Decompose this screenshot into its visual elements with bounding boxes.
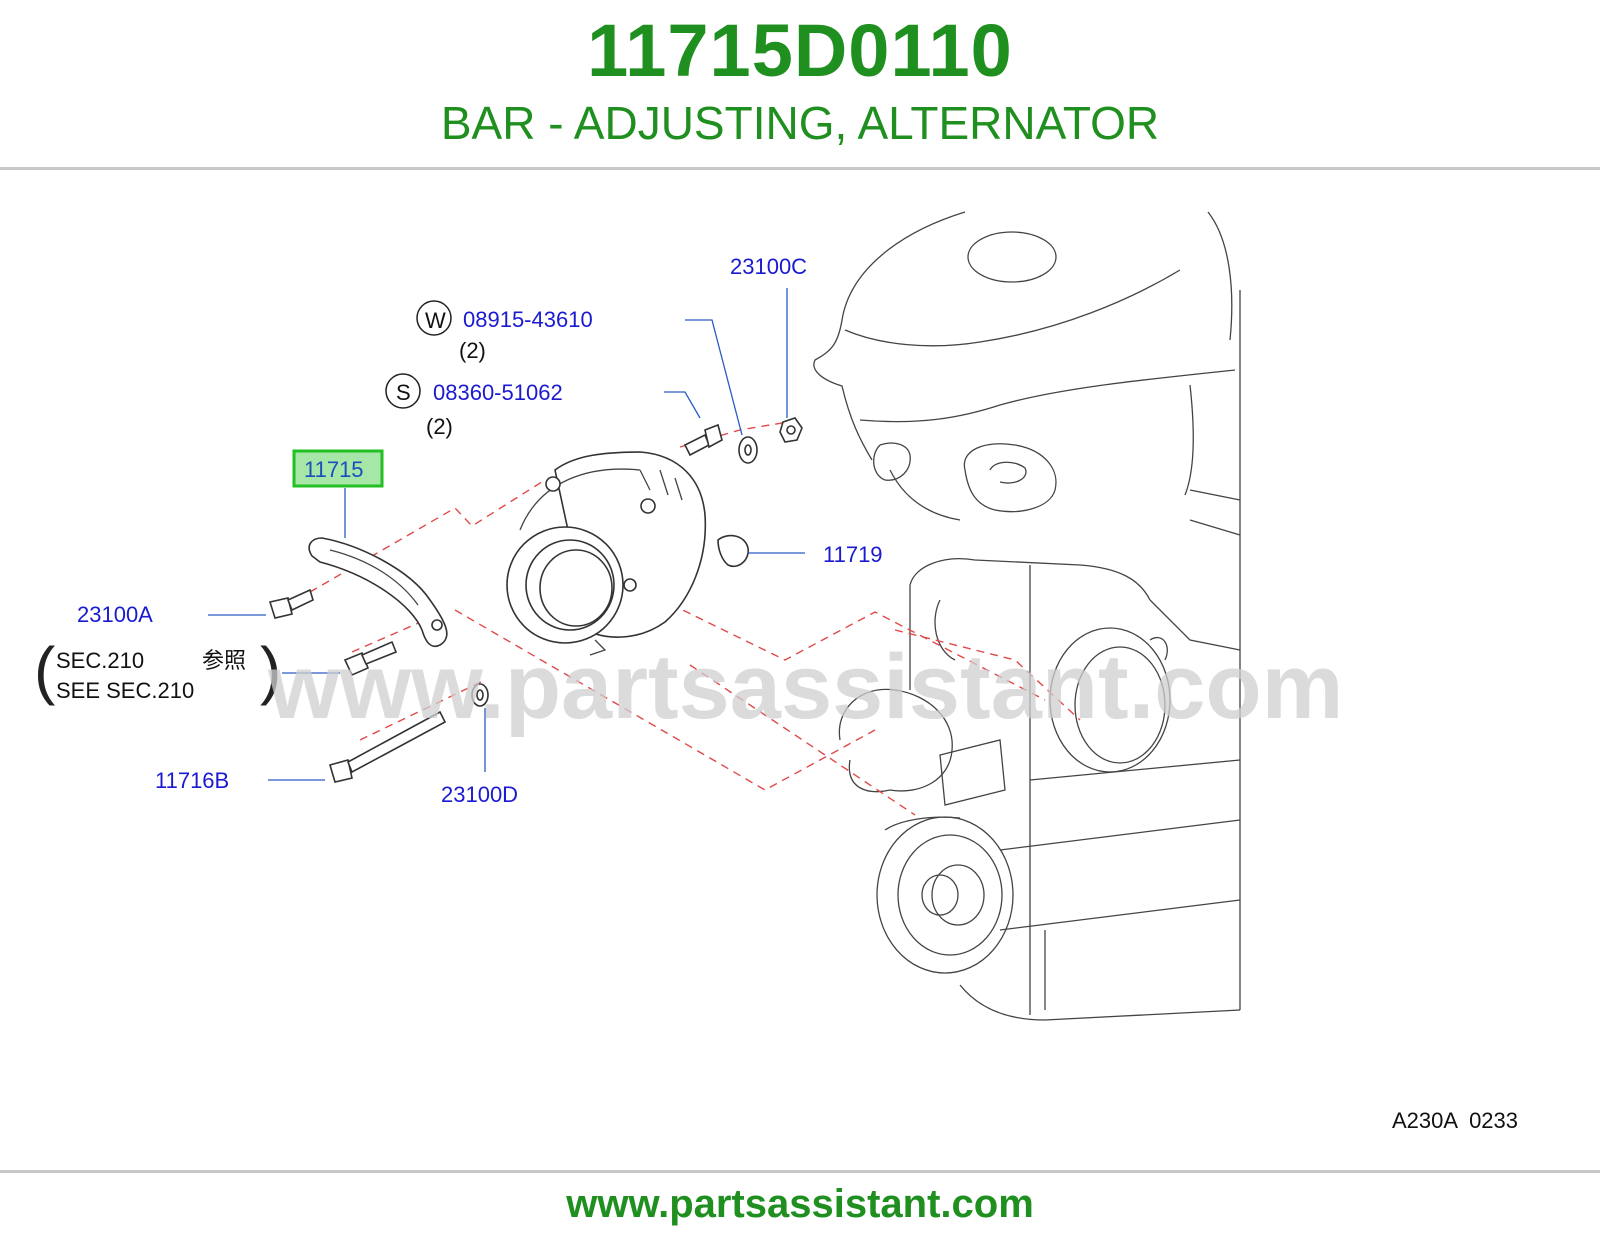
sec-line2[interactable]: SEE SEC.210: [56, 678, 194, 703]
diagram-code: A230A 0233: [1392, 1108, 1518, 1133]
watermark: www.partsassistant.com: [267, 636, 1343, 738]
s-symbol-circle: [385, 373, 421, 409]
w-symbol: W: [425, 308, 446, 333]
assembly-dash-lines: [309, 419, 1081, 816]
sec-bracket-left: (: [34, 634, 55, 706]
highlight-box[interactable]: [292, 449, 384, 488]
callout-23100C[interactable]: 23100C: [730, 254, 807, 279]
footer-url[interactable]: www.partsassistant.com: [566, 1182, 1034, 1226]
part-description: BAR - ADJUSTING, ALTERNATOR: [440, 97, 1160, 149]
leader-lines: [208, 288, 805, 781]
callout-23100A[interactable]: 23100A: [77, 602, 153, 627]
callout-11716B[interactable]: 11716B: [155, 768, 229, 793]
adjusting-bar-drawing: [308, 537, 448, 648]
alternator-drawing: [506, 451, 707, 656]
callout-qty-s: (2): [426, 414, 453, 439]
part-number-title: 11715D0110: [587, 9, 1013, 92]
callout-11715[interactable]: 11715: [304, 457, 364, 482]
callout-qty-w: (2): [459, 338, 486, 363]
s-symbol: S: [396, 380, 411, 405]
page-header: 11715D0110 BAR - ADJUSTING, ALTERNATOR: [0, 0, 1600, 168]
w-symbol-circle: [416, 300, 452, 336]
footer-divider: [0, 1170, 1600, 1173]
sec-line1-right: 参照: [202, 648, 246, 673]
sec-line1-left[interactable]: SEC.210: [56, 648, 144, 673]
callout-11719[interactable]: 11719: [823, 542, 883, 567]
sec-bracket-right: ): [260, 634, 281, 706]
callout-08360-51062[interactable]: 08360-51062: [433, 380, 563, 405]
hardware-drawing: [268, 417, 803, 783]
engine-block-drawing: [813, 211, 1241, 1021]
callout-08915-43610[interactable]: 08915-43610: [463, 307, 593, 332]
header-divider: [0, 167, 1600, 170]
callout-23100D[interactable]: 23100D: [441, 782, 518, 807]
